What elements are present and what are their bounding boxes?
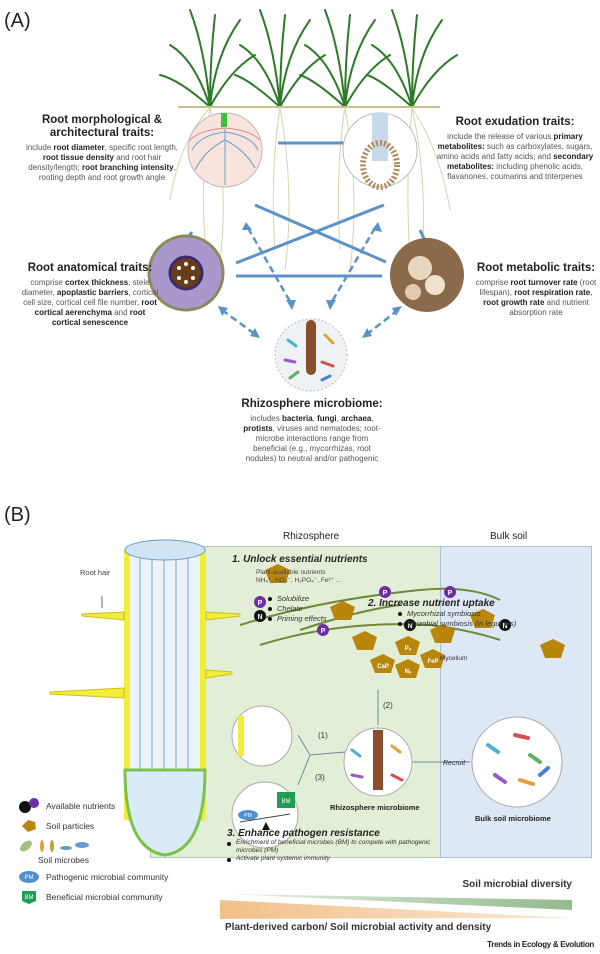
metabolic-circle [390, 238, 464, 312]
legend-soil-microbes: Soil microbes [18, 838, 168, 865]
link-morph-metabolic [254, 203, 387, 264]
svg-text:P: P [321, 628, 326, 635]
soil-microbial-diversity-label: Soil microbial diversity [462, 879, 572, 890]
step1-unlock-nutrients: 1. Unlock essential nutrients Plant-avai… [232, 554, 368, 623]
available-nutrient-badges: P N P P N N P [254, 586, 511, 636]
recruit-label: Recruit [443, 760, 466, 767]
svg-text:CaP: CaP [377, 664, 389, 670]
morphology-circle [187, 112, 263, 188]
link-exudation-microbiome [328, 227, 377, 306]
pathogenic-community-icon: PM [19, 871, 39, 883]
bulk-soil-microbiome-circle [471, 716, 563, 808]
soil-particle-icon [22, 820, 36, 832]
svg-text:P: P [448, 590, 453, 597]
rhizosphere-zone-title: Rhizosphere [283, 531, 340, 542]
svg-text:P: P [383, 590, 388, 597]
svg-text:(1): (1) [318, 731, 328, 740]
svg-text:FeP: FeP [427, 659, 438, 665]
arrow-labels: (1) (2) (3) [315, 701, 393, 782]
microbiome-text: Rhizosphere microbiome: includes bacteri… [241, 398, 383, 463]
arrow-heads [218, 222, 402, 338]
svg-text:N: N [502, 623, 507, 630]
legend-beneficial: BM Beneficial microbial community [18, 889, 168, 905]
svg-text:(3): (3) [315, 773, 325, 782]
pathogen-resistance-circle: BM PM [231, 781, 299, 849]
anatomical-circle [147, 234, 225, 312]
grass-plant-3 [299, 9, 391, 108]
step2-increase-uptake: 2. Increase nutrient uptake Mycorrhizal … [368, 598, 517, 628]
panel-b-label: (B) [4, 504, 31, 526]
microbiome-links [221, 227, 399, 337]
svg-text:Nₒ: Nₒ [405, 669, 412, 675]
svg-text:P: P [258, 600, 263, 607]
exudation-circle [342, 112, 418, 190]
link-anatomical-exudation [235, 203, 385, 265]
svg-text:BM: BM [25, 895, 34, 901]
legend: Available nutrients Soil particles Soil … [18, 798, 168, 905]
metabolic-traits-text: Root metabolic traits: comprise root tur… [475, 262, 597, 317]
beneficial-community-icon: BM [22, 891, 36, 904]
panel-a-label: (A) [4, 10, 31, 32]
legend-soil-particles: Soil particles [18, 819, 168, 833]
link-morph-microbiome [246, 227, 294, 306]
svg-text:Pₒ: Pₒ [405, 646, 412, 652]
carbon-activity-wedge [220, 900, 572, 919]
anatomical-traits-text: Root anatomical traits: comprise cortex … [21, 262, 159, 327]
nutrient-badge-icon [19, 798, 39, 813]
diversity-wedge [228, 894, 572, 910]
journal-credit: Trends in Ecology & Evolution [487, 940, 594, 949]
grass-plant-1 [159, 9, 256, 108]
grass-plants-illustration [159, 9, 458, 108]
bulk-soil-microbiome-label: Bulk soil microbiome [475, 814, 551, 823]
legend-pathogenic: PM Pathogenic microbial community [18, 870, 168, 884]
morphological-traits-text: Root morphological &architectural traits… [25, 114, 179, 182]
link-anatomical-microbiome [221, 308, 257, 337]
svg-text:N: N [257, 614, 262, 621]
carbon-activity-label: Plant-derived carbon/ Soil microbial act… [225, 922, 492, 933]
soil-microbes-icon [20, 840, 89, 852]
step3-pathogen-resistance: 3. Enhance pathogen resistance Enrichmen… [227, 828, 431, 862]
rhizosphere-microbiome-label: Rhizosphere microbiome [330, 803, 420, 812]
particle-labels: CaP Pₒ Nₒ FeP [370, 636, 445, 678]
legend-available-nutrients: Available nutrients [18, 798, 168, 814]
nutrient-unlock-circle [231, 705, 293, 767]
rhizosphere-microbiome-circle [343, 727, 413, 797]
process-arrows [297, 690, 470, 786]
panel-a-illustration [147, 9, 464, 392]
link-metabolic-microbiome [365, 309, 399, 336]
soil-particles [265, 564, 565, 658]
roots-illustration [169, 107, 451, 281]
mycelium-label: Mycelium [440, 655, 468, 662]
microbiome-circle [274, 318, 348, 392]
root-hair-illustration [49, 611, 241, 699]
exudation-traits-text: Root exudation traits: include the relea… [436, 116, 594, 181]
root-cross-section-illustration [123, 539, 207, 857]
gradient-wedges [220, 894, 572, 919]
bulk-soil-zone-title: Bulk soil [490, 531, 528, 542]
svg-text:PM: PM [244, 813, 252, 819]
root-hair-label: Root hair [80, 568, 111, 577]
panel-b-illustration: CaP Pₒ Nₒ FeP P N P P N N P BM PM (1 [49, 539, 565, 857]
svg-text:PM: PM [25, 875, 34, 881]
svg-text:BM: BM [282, 799, 291, 805]
svg-text:N: N [407, 623, 412, 630]
grass-plant-4 [366, 9, 458, 108]
svg-text:(2): (2) [383, 701, 393, 710]
